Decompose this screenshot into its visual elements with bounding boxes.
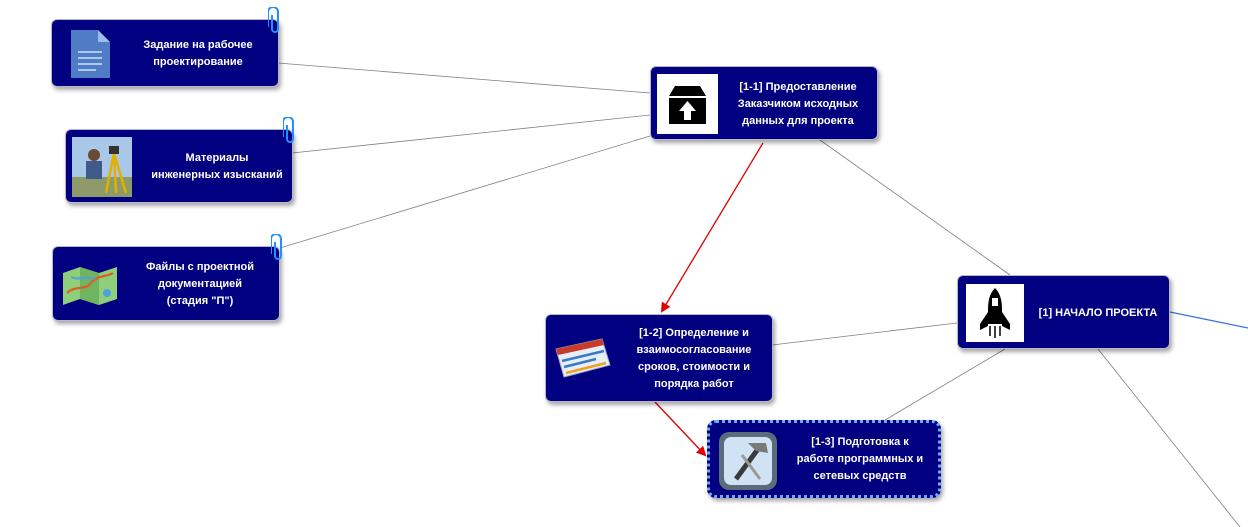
node-surveys[interactable]: Материалы инженерных изысканий [65,117,294,203]
node-define-terms-label: [1-2] Определение и взаимосогласование с… [636,327,752,390]
paperclip-icon [271,234,282,260]
node-design-files[interactable]: Файлы с проектной документацией (стадия … [52,234,282,321]
link-design-files-to-provide-data [279,135,651,249]
node-define-terms[interactable]: [1-2] Определение и взаимосогласование с… [545,314,773,402]
box-upload-icon [657,74,718,134]
link-task-to-provide-data [277,62,651,94]
surveyor-photo-icon [72,137,132,197]
node-provide-data[interactable]: [1-1] Предоставление Заказчиком исходных… [650,66,878,140]
node-task[interactable]: Задание на рабочее проектирование [51,7,279,87]
link-surveys-to-provide-data [291,114,651,154]
arrow-provide-data-to-define-terms [660,142,764,313]
node-provide-data-label: [1-1] Предоставление Заказчиком исходных… [737,80,859,127]
link-define-terms-to-project-start [771,322,958,346]
node-prepare-software[interactable]: [1-3] Подготовка к работе программных и … [707,420,941,498]
link-provide-data-to-project-start [819,139,1011,276]
link-project-start-right [1169,311,1248,329]
node-project-start-label: [1] НАЧАЛО ПРОЕКТА [1038,306,1158,319]
node-project-start[interactable]: [1] НАЧАЛО ПРОЕКТА [957,275,1170,349]
paperclip-icon [283,117,294,143]
map-icon [61,263,119,307]
rocket-icon [966,284,1024,342]
link-prepare-software-to-project-start [884,348,1006,421]
link-project-start-down [1097,348,1241,527]
arrow-define-terms-to-prepare-software [654,401,707,457]
tools-icon [718,431,778,491]
schedule-icon [552,335,614,381]
paperclip-icon [268,7,279,33]
document-icon [68,30,110,78]
node-surveys-label: Материалы инженерных изысканий [151,152,283,181]
node-design-files-label: Файлы с проектной документацией (стадия … [145,261,255,307]
node-task-label: Задание на рабочее проектирование [143,39,253,68]
node-prepare-software-label: [1-3] Подготовка к работе программных и … [796,435,924,482]
